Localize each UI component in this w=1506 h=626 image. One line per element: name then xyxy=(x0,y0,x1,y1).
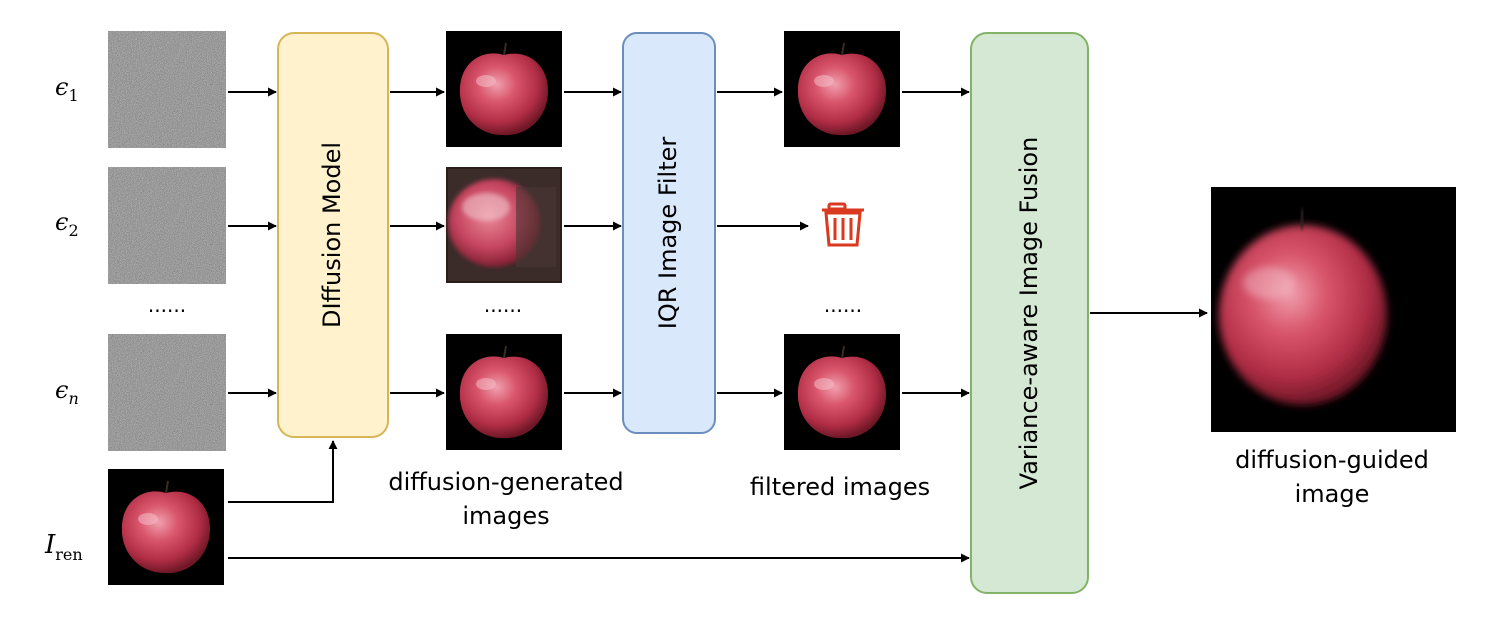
generated-caption-line1: diffusion-generated xyxy=(388,468,623,496)
ellipsis-inputs: ...... xyxy=(148,293,186,317)
label-eps2: ϵ2 xyxy=(55,208,79,240)
label-eps1: ϵ1 xyxy=(55,73,79,105)
arrow-rendered-to-diffusion xyxy=(228,440,338,503)
iqr-filter-block xyxy=(622,32,716,434)
iqr-filter-label: IQR Image Filter xyxy=(654,137,682,330)
ellipsis-generated: ...... xyxy=(484,293,522,317)
noise-image-n xyxy=(108,334,226,451)
guided-caption-line2: image xyxy=(1295,480,1370,508)
generated-image-1 xyxy=(445,30,563,148)
guided-caption-line1: diffusion-guided xyxy=(1235,446,1429,474)
diffusion-model-label: DIffusion Model xyxy=(318,142,346,328)
guided-image xyxy=(1211,187,1456,432)
trash-icon xyxy=(822,202,864,247)
noise-image-2 xyxy=(108,167,226,284)
filtered-image-1 xyxy=(783,30,901,148)
diffusion-model-block xyxy=(277,32,389,438)
filtered-image-n xyxy=(783,333,901,451)
label-epsn: ϵn xyxy=(55,376,79,408)
fusion-label: Variance-aware Image Fusion xyxy=(1015,137,1043,490)
noise-image-1 xyxy=(108,31,226,148)
label-iren: Iren xyxy=(44,530,83,564)
generated-caption-line2: images xyxy=(462,502,549,530)
ellipsis-filtered: ...... xyxy=(824,293,862,317)
rendered-image xyxy=(107,468,225,586)
fusion-block xyxy=(970,32,1089,594)
filtered-caption: filtered images xyxy=(750,473,930,501)
generated-image-n xyxy=(445,333,563,451)
generated-image-2 xyxy=(446,167,562,283)
